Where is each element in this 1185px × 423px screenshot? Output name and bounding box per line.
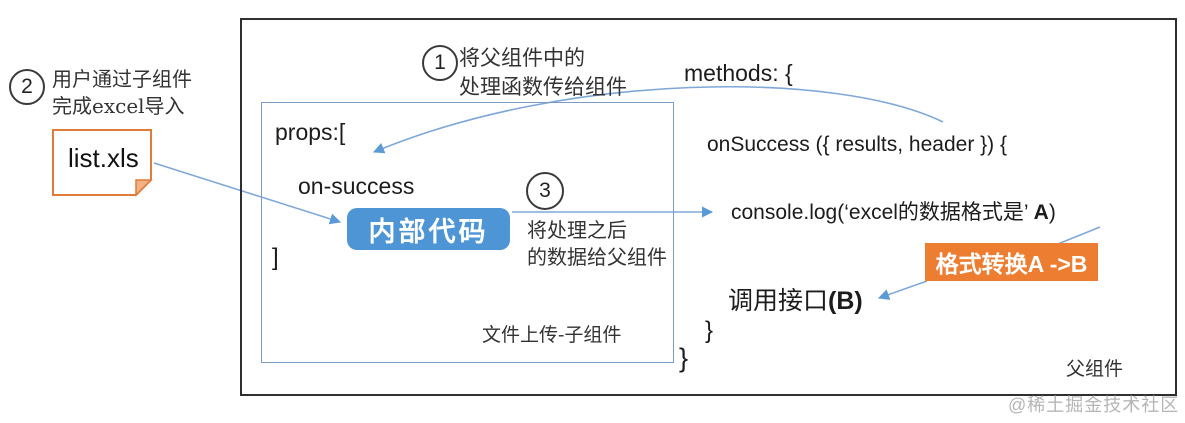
step2-line1: 用户通过子组件 bbox=[52, 67, 192, 91]
prop-name-text: on-success bbox=[298, 173, 415, 199]
props-close-text: ] bbox=[272, 244, 279, 271]
step1-line2: 处理函数传给组件 bbox=[459, 75, 627, 99]
step1-circle: 1 bbox=[422, 45, 458, 81]
console-log-variable: A bbox=[1033, 201, 1049, 224]
step1-line1: 将父组件中的 bbox=[459, 46, 585, 70]
step2-text: 用户通过子组件 完成excel导入 bbox=[52, 66, 192, 120]
call-api-text: 调用接口(B) bbox=[728, 281, 863, 317]
step3-line2: 的数据给父组件 bbox=[527, 245, 667, 269]
close-brace-onsuccess: } bbox=[705, 317, 714, 344]
step2-line2: 完成excel导入 bbox=[52, 94, 185, 118]
step3-line1: 将处理之后 bbox=[527, 218, 627, 242]
onsuccess-signature-text: onSuccess ({ results, header }) { bbox=[707, 133, 1007, 156]
step2-circle: 2 bbox=[9, 69, 45, 105]
inner-code-box: 内部代码 bbox=[347, 208, 510, 250]
console-log-text: console.log(‘excel的数据格式是’ A) bbox=[731, 196, 1056, 226]
watermark: @稀土掘金技术社区 bbox=[1008, 395, 1180, 415]
parent-component-label: 父组件 bbox=[1066, 358, 1124, 380]
console-log-prefix: console.log(‘excel的数据格式是’ bbox=[731, 201, 1034, 224]
methods-open-text: methods: { bbox=[684, 60, 793, 86]
child-component-label: 文件上传-子组件 bbox=[482, 324, 622, 346]
child-component-box bbox=[261, 102, 674, 363]
step3-number: 3 bbox=[539, 179, 551, 202]
file-note-label: list.xls bbox=[68, 143, 139, 173]
step3-text: 将处理之后 的数据给父组件 bbox=[527, 217, 667, 271]
props-open-text: props:[ bbox=[275, 119, 346, 145]
parent-component-box bbox=[240, 18, 1177, 396]
close-brace-methods: } bbox=[679, 343, 689, 373]
step2-number: 2 bbox=[21, 75, 33, 98]
step3-circle: 3 bbox=[526, 172, 564, 210]
step1-text: 将父组件中的 处理函数传给组件 bbox=[459, 44, 627, 102]
call-api-variable: (B) bbox=[828, 287, 863, 315]
console-log-suffix: ) bbox=[1048, 201, 1056, 224]
format-convert-box: 格式转换A ->B bbox=[925, 243, 1098, 281]
file-note-fold-icon bbox=[135, 179, 153, 197]
call-api-prefix: 调用接口 bbox=[728, 287, 829, 315]
step1-number: 1 bbox=[434, 51, 446, 74]
format-convert-label: 格式转换A ->B bbox=[935, 251, 1088, 277]
inner-code-label: 内部代码 bbox=[368, 216, 489, 247]
